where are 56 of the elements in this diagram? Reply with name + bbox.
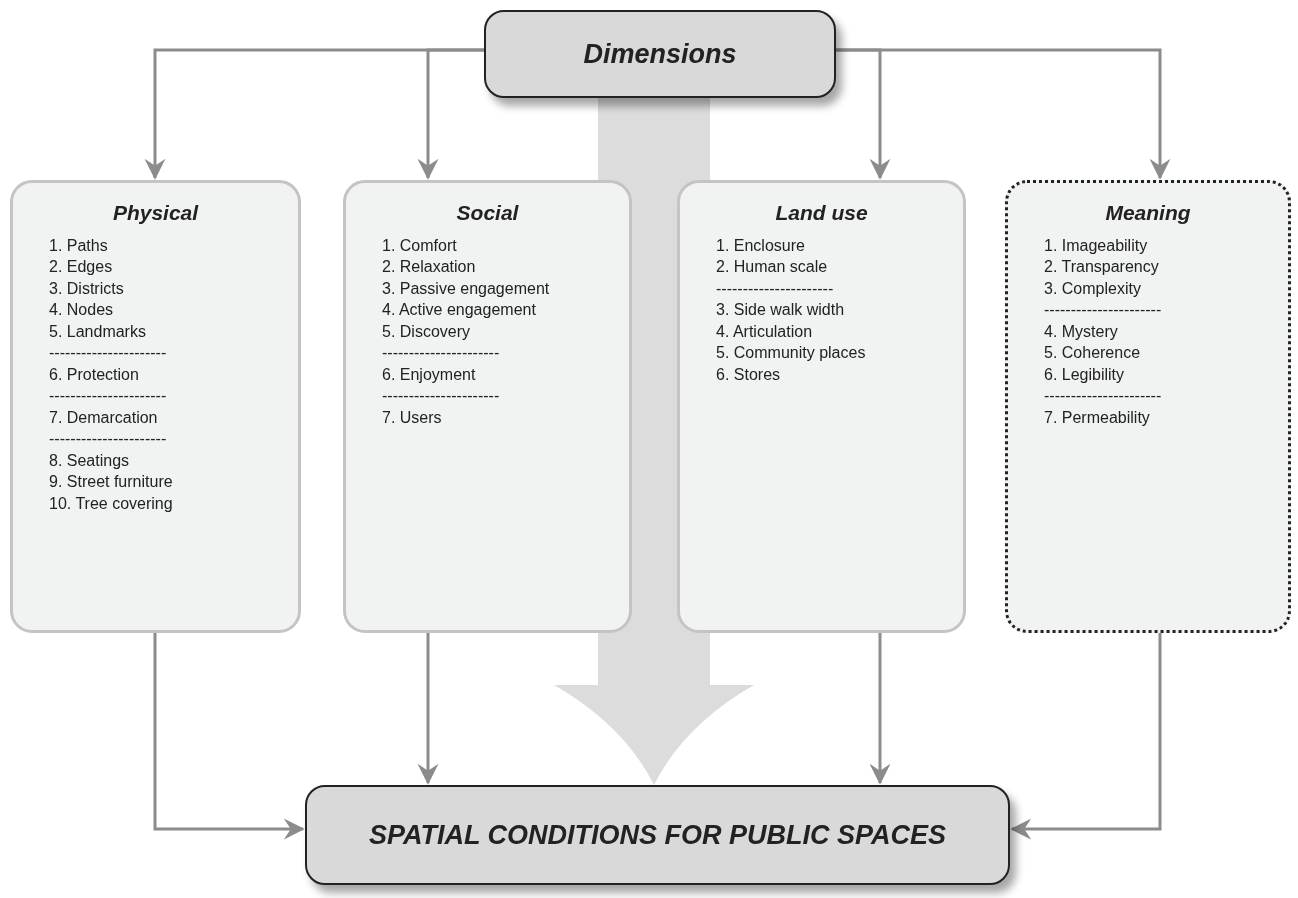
arrow	[836, 48, 1171, 180]
card-heading: Land use	[775, 200, 868, 226]
list-item: 9. Street furniture	[49, 472, 173, 492]
list-item: 5. Community places	[716, 343, 866, 363]
list-item: 1. Paths	[49, 235, 108, 256]
card-heading: Physical	[112, 200, 199, 226]
title-box	[305, 785, 1010, 885]
category-card	[677, 180, 966, 633]
list-item: 7. Permeability	[1044, 407, 1150, 428]
list-item: 10. Tree covering	[49, 493, 173, 514]
list-item: 5. Landmarks	[49, 321, 146, 342]
list-item: 8. Seatings	[49, 450, 130, 471]
list-item: 3. Complexity	[1044, 278, 1141, 299]
box-title: SPATIAL CONDITIONS FOR PUBLIC SPACES	[368, 818, 946, 852]
list-item: ----------------------	[382, 386, 500, 406]
list-item: 4. Active engagement	[382, 300, 536, 320]
category-card	[343, 180, 632, 633]
list-item: 7. Users	[382, 407, 442, 428]
list-item: 2. Transparency	[1044, 257, 1159, 277]
list-item: 2. Human scale	[716, 257, 828, 277]
list-item: 1. Comfort	[382, 235, 457, 256]
list-item: 6. Legibility	[1044, 364, 1125, 385]
list-item: ----------------------	[49, 343, 167, 363]
list-item: 3. Passive engagement	[382, 278, 550, 299]
list-item: 6. Stores	[716, 364, 781, 385]
box-title: Dimensions	[583, 37, 737, 71]
list-item: 6. Enjoyment	[382, 364, 476, 385]
list-item: 4. Articulation	[716, 321, 813, 342]
list-item: 2. Edges	[49, 257, 113, 277]
card-heading: Meaning	[1105, 200, 1191, 226]
list-item: ----------------------	[49, 429, 167, 449]
list-item: 3. Side walk width	[716, 300, 845, 320]
list-item: 1. Enclosure	[716, 235, 805, 256]
list-item: 6. Protection	[49, 364, 139, 385]
list-item: 1. Imageability	[1044, 235, 1148, 256]
list-item: ----------------------	[1044, 386, 1162, 406]
list-item: ----------------------	[49, 386, 167, 406]
arrow	[417, 633, 439, 785]
category-card	[1005, 180, 1291, 633]
list-item: 5. Coherence	[1044, 343, 1141, 363]
arrow	[417, 48, 484, 180]
list-item: 5. Discovery	[382, 321, 471, 342]
arrow	[1010, 633, 1162, 840]
arrow	[153, 633, 305, 840]
title-box	[484, 10, 836, 98]
list-item: 7. Demarcation	[49, 407, 158, 428]
list-item: 4. Mystery	[1044, 321, 1118, 342]
category-card	[10, 180, 301, 633]
list-item: ----------------------	[382, 343, 500, 363]
list-item: ----------------------	[716, 278, 834, 299]
list-item: 2. Relaxation	[382, 257, 476, 277]
card-heading: Social	[456, 200, 519, 226]
list-item: 4. Nodes	[49, 300, 114, 320]
arrow	[869, 633, 891, 785]
list-item: 3. Districts	[49, 278, 124, 299]
list-item: ----------------------	[1044, 300, 1162, 320]
